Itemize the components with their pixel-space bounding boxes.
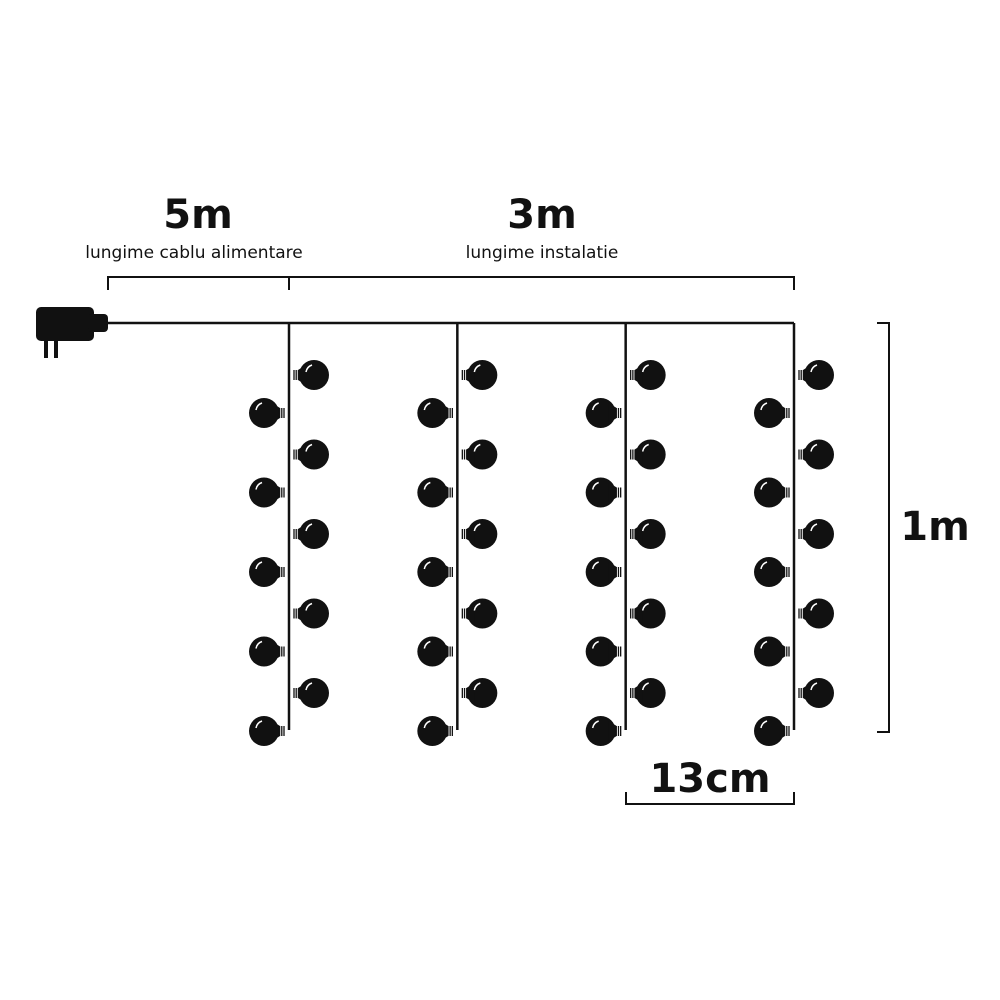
- power-cable-caption: lungime cablu alimentare: [85, 243, 302, 263]
- light-bulb-icon: [249, 477, 285, 508]
- light-bulb-icon: [417, 716, 453, 746]
- light-bulb-icon: [249, 557, 285, 587]
- light-bulb-icon: [754, 716, 790, 746]
- strand-2: [417, 323, 498, 746]
- drop-height-label: 1m: [900, 504, 970, 550]
- light-bulb-icon: [461, 519, 498, 549]
- strand-1: [249, 323, 329, 746]
- light-bulb-icon: [293, 439, 329, 470]
- strand-spacing-label: 13cm: [649, 756, 770, 802]
- light-bulb-icon: [798, 360, 834, 390]
- light-bulb-icon: [461, 598, 498, 629]
- light-bulb-icon: [293, 598, 329, 629]
- light-bulb-icon: [293, 678, 329, 708]
- light-bulb-icon: [249, 398, 285, 428]
- light-bulb-icon: [461, 439, 498, 470]
- installation-length: 3m: [507, 192, 577, 238]
- light-bulb-icon: [249, 716, 285, 746]
- light-bulb-icon: [585, 636, 622, 667]
- light-bulb-icon: [798, 598, 834, 629]
- light-bulb-icon: [585, 557, 622, 587]
- height-dimension-bracket: [877, 322, 890, 733]
- light-bulb-icon: [417, 477, 453, 508]
- light-bulb-icon: [585, 398, 622, 428]
- light-bulb-icon: [754, 398, 790, 428]
- strands-group: [249, 323, 834, 746]
- strand-3: [585, 323, 666, 746]
- light-bulb-icon: [417, 398, 453, 428]
- light-bulb-icon: [630, 439, 666, 470]
- light-bulb-icon: [798, 519, 834, 549]
- light-bulb-icon: [293, 360, 329, 390]
- light-bulb-icon: [630, 598, 666, 629]
- light-bulb-icon: [461, 678, 498, 708]
- light-bulb-icon: [585, 477, 622, 508]
- strand-4: [754, 323, 834, 746]
- light-bulb-icon: [630, 519, 666, 549]
- light-bulb-icon: [754, 557, 790, 587]
- light-bulb-icon: [417, 636, 453, 667]
- power-plug-icon: [36, 307, 108, 358]
- top-dimension-bracket: [107, 276, 795, 290]
- light-bulb-icon: [754, 477, 790, 508]
- light-bulb-icon: [630, 678, 666, 708]
- power-cable-length: 5m: [163, 192, 233, 238]
- light-bulb-icon: [461, 360, 498, 390]
- light-bulb-icon: [249, 636, 285, 667]
- light-bulb-icon: [630, 360, 666, 390]
- installation-caption: lungime instalatie: [466, 243, 619, 263]
- spacing-dimension-bracket: [625, 792, 795, 805]
- light-bulb-icon: [293, 519, 329, 549]
- light-bulb-icon: [798, 678, 834, 708]
- light-bulb-icon: [798, 439, 834, 470]
- light-bulb-icon: [417, 557, 453, 587]
- light-bulb-icon: [754, 636, 790, 667]
- light-bulb-icon: [585, 716, 622, 746]
